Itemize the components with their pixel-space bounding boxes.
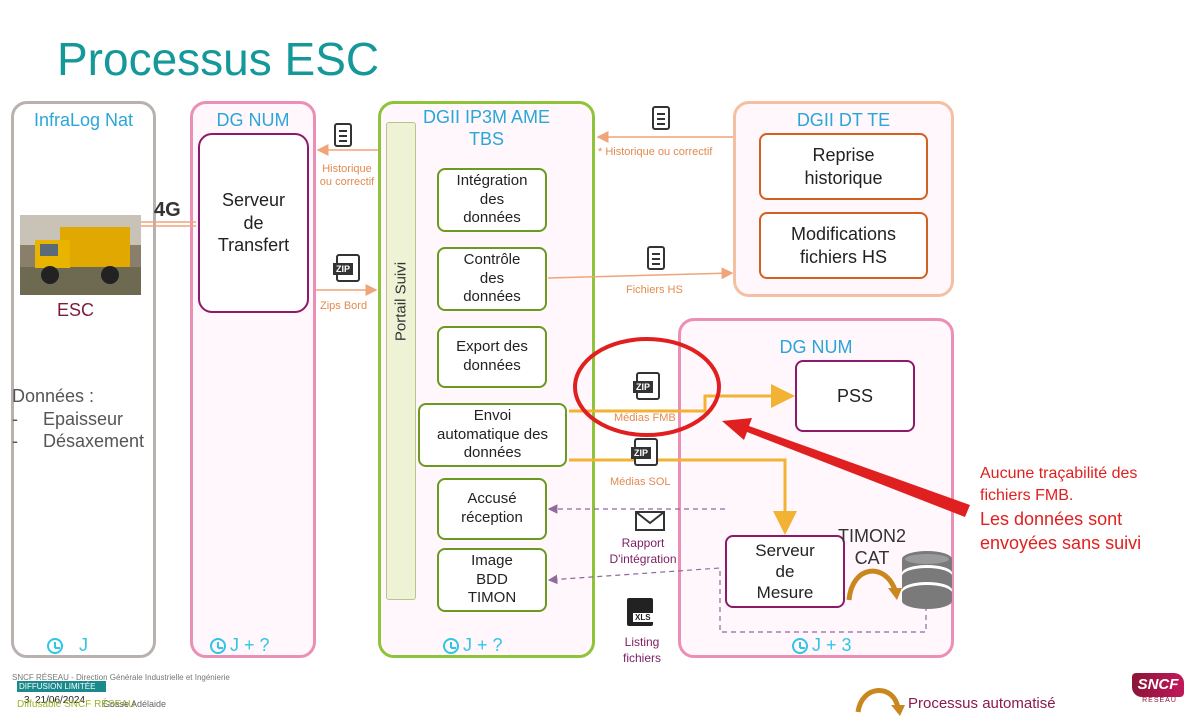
footer-diffusable: Diffusable SNCF RÉSEAU — [17, 699, 136, 710]
esc-vehicle-photo — [20, 215, 141, 295]
integration-box: Intégration des données — [437, 168, 547, 232]
zip-icon-medias-fmb-text: ZIP — [633, 381, 654, 393]
legend-arrow — [855, 688, 901, 713]
donnees-item-epaisseur-text: Epaisseur — [43, 409, 124, 429]
arrow-4g — [141, 221, 196, 227]
timing-j-plus-3-text: J + 3 — [812, 635, 852, 655]
label-rapport-integration: Rapport D'intégration — [609, 536, 677, 566]
timing-j-plus-1-text: J + ? — [230, 635, 270, 655]
footer-author: Gosse Adélaide — [103, 699, 167, 709]
lane-title-infralog: InfraLog Nat — [33, 110, 134, 130]
lane-title-dgii-1: DGII IP3M AME — [422, 107, 551, 127]
footer-diffusion: DIFFUSION LIMITÉE — [17, 681, 106, 692]
label-historique-right: * Historique ou correctif — [598, 146, 713, 158]
esc-label: ESC — [57, 300, 95, 320]
modifications-hs-box: Modifications fichiers HS — [759, 212, 928, 279]
annotation-line-4: envoyées sans suivi — [980, 533, 1142, 553]
document-icon-historique — [334, 123, 352, 147]
footer-org: SNCF RÉSEAU - Direction Générale Industr… — [12, 673, 230, 682]
page-title: Processus ESC — [57, 33, 380, 85]
timing-j-plus-1: J + ? — [210, 635, 270, 656]
export-box: Export des données — [437, 326, 547, 388]
xls-icon: XLS — [627, 598, 653, 626]
donnees-item-desaxement: - Désaxement — [12, 431, 145, 451]
accuse-box: Accusé réception — [437, 478, 547, 540]
annotation-text: Aucune traçabilité des fichiers FMB. Les… — [980, 463, 1141, 555]
zip-icon-medias-fmb: ZIP — [633, 372, 660, 400]
clock-icon — [792, 637, 808, 654]
annotation-line-3: Les données sont — [980, 509, 1123, 529]
arrow-medias-fmb — [569, 384, 795, 413]
controle-box: Contrôle des données — [437, 247, 547, 311]
sncf-logo-sub: RÉSEAU — [1142, 697, 1177, 704]
zip-icon-zips-bord: ZIP — [333, 254, 360, 282]
timing-j-plus-2: J + ? — [443, 635, 503, 656]
document-icon-historique-right — [652, 106, 670, 130]
image-bdd-box: Image BDD TIMON — [437, 548, 547, 612]
document-icon-fichiers-hs — [647, 246, 665, 270]
label-medias-sol: Médias SOL — [610, 476, 671, 488]
zip-icon-medias-sol-text: ZIP — [631, 447, 652, 459]
serveur-transfert-box: Serveur de Transfert — [198, 133, 309, 313]
timing-j: J — [47, 635, 88, 656]
zip-icon-zips-bord-text: ZIP — [333, 263, 354, 275]
highlight-ellipse — [573, 337, 721, 437]
label-medias-fmb: Médias FMB — [614, 412, 676, 424]
legend-arrow-head — [891, 705, 905, 716]
timing-j-plus-2-text: J + ? — [463, 635, 503, 655]
timon2-label: TIMON2 CAT — [838, 526, 907, 568]
donnees-item-desaxement-text: Désaxement — [43, 431, 145, 451]
automation-arrow-timon — [846, 568, 898, 601]
lane-infralog: InfraLog Nat — [11, 101, 156, 658]
arrow-fichiers-hs — [547, 267, 734, 280]
xls-icon-text: XLS — [633, 613, 653, 622]
lane-title-dt-te: DGII DT TE — [796, 110, 891, 130]
annotation-arrow — [722, 418, 970, 517]
timing-j-plus-3: J + 3 — [792, 635, 852, 656]
lane-title-dgii-2: TBS — [468, 129, 504, 149]
clock-icon — [443, 637, 459, 654]
footer-date: 21/06/2024 — [35, 695, 86, 706]
arrow-listing — [547, 567, 927, 633]
donnees-title: Données : — [12, 386, 95, 406]
serveur-mesure-box: Serveur de Mesure — [725, 535, 845, 608]
lane-title-dgnum-1: DG NUM — [216, 110, 290, 130]
legend-label: Processus automatisé — [908, 695, 1056, 712]
link-4g-label: 4G — [154, 199, 181, 221]
automation-arrow-timon-head — [888, 588, 902, 600]
clock-icon — [47, 637, 63, 654]
label-zips-bord: Zips Bord — [320, 300, 368, 312]
lane-title-dgnum-2: DG NUM — [779, 337, 853, 357]
annotation-line-2: fichiers FMB. — [980, 487, 1074, 504]
sncf-logo-text: SNCF — [1132, 673, 1184, 697]
reprise-historique-box: Reprise historique — [759, 133, 928, 200]
donnees-item-epaisseur: - Epaisseur — [12, 409, 124, 429]
zip-icon-medias-sol: ZIP — [631, 438, 658, 466]
annotation-line-1: Aucune traçabilité des — [980, 465, 1138, 482]
mail-icon — [635, 511, 665, 531]
label-listing-fichiers: Listing fichiers — [622, 635, 661, 665]
footer-page: 3 — [24, 695, 30, 706]
label-fichiers-hs: Fichiers HS — [626, 284, 683, 296]
pss-box: PSS — [795, 360, 915, 432]
portail-suivi-bar: Portail Suivi — [386, 122, 416, 600]
label-historique-left: Historique ou correctif — [319, 163, 375, 189]
database-icon — [902, 551, 952, 609]
envoi-box: Envoi automatique des données — [418, 403, 567, 467]
sncf-logo: SNCF RÉSEAU — [1132, 673, 1187, 709]
clock-icon — [210, 637, 226, 654]
arrow-medias-sol — [569, 458, 797, 535]
timing-j-text: J — [79, 635, 88, 655]
